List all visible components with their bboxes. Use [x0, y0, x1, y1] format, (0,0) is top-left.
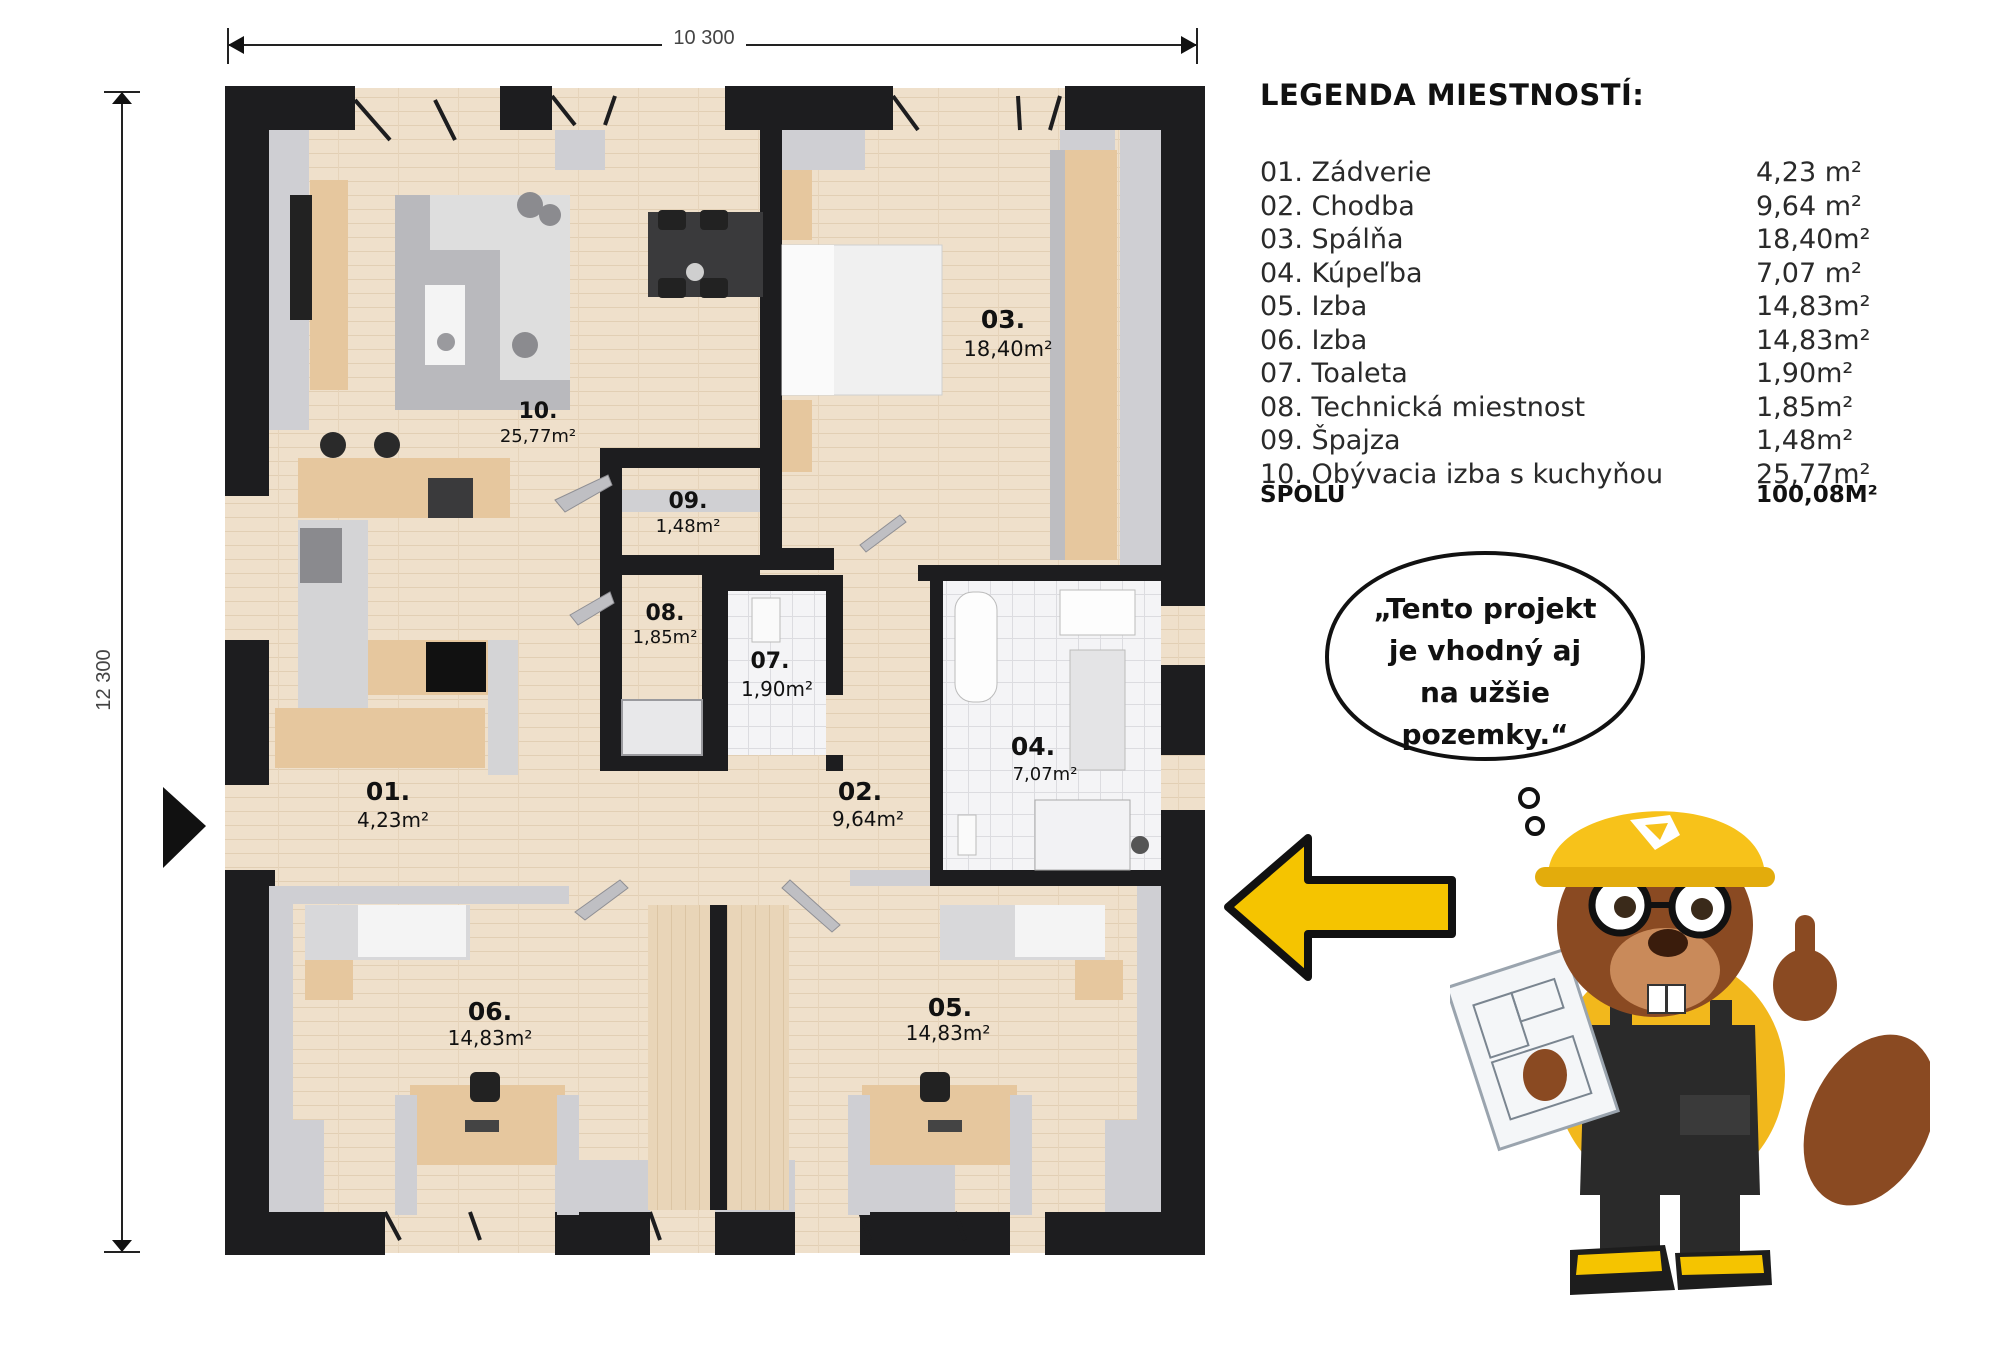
room-06-number: 06.	[468, 997, 512, 1026]
legend-row: 05. Izba 14,83m²	[1260, 290, 1880, 324]
thought-dots-icon	[1518, 787, 1545, 836]
bubble-line: pozemky.“	[1401, 718, 1569, 751]
legend-room-area: 7,07 m²	[1756, 257, 1862, 289]
legend-room-area: 4,23 m²	[1756, 157, 1862, 188]
legend-room-name: 06. Izba	[1260, 324, 1368, 356]
legend-total: SPOLU 100,08M²	[1260, 483, 1880, 513]
floor-plan: 10 300 12 300	[93, 24, 1205, 1255]
legend-title: LEGENDA MIESTNOSTÍ:	[1260, 78, 1645, 112]
legend-room-name: 07. Toaleta	[1260, 358, 1408, 389]
legend-row: 04. Kúpeľba 7,07 m²	[1260, 257, 1880, 291]
bubble-line: na užšie	[1419, 676, 1551, 709]
dining-set	[648, 210, 763, 298]
legend-room-area: 18,40m²	[1756, 224, 1871, 255]
entrance-arrow-icon	[163, 787, 206, 868]
legend-row: 07. Toaleta 1,90m²	[1260, 357, 1880, 391]
coffee-table	[425, 285, 465, 365]
room-08-area: 1,85m²	[633, 627, 698, 648]
height-dimension-label: 12 300	[93, 649, 115, 710]
tv-cabinet	[310, 180, 348, 390]
bedroom-furniture	[781, 150, 1117, 560]
bubble-line: je vhodný aj	[1388, 634, 1582, 667]
width-dimension	[227, 24, 1198, 64]
legend-room-name: 10. Obývacia izba s kuchyňou	[1260, 458, 1664, 490]
legend-room-name: 05. Izba	[1260, 291, 1368, 322]
legend-room-area: 9,64 m²	[1756, 190, 1862, 222]
legend-room-name: 02. Chodba	[1260, 190, 1415, 222]
legend-room-name: 04. Kúpeľba	[1260, 257, 1423, 289]
room-08-number: 08.	[646, 601, 685, 626]
room-06-area: 14,83m²	[448, 1026, 533, 1050]
speech-bubble	[1325, 550, 1645, 762]
beaver-builder-mascot-icon	[1450, 811, 1930, 1295]
room-10-area: 25,77m²	[500, 426, 576, 447]
legend-row: 09. Špajza 1,48m²	[1260, 424, 1880, 458]
legend-total-label: SPOLU	[1260, 482, 1346, 508]
bubble-line: „Tento projekt	[1373, 592, 1597, 625]
room-03-number: 03.	[981, 305, 1025, 334]
room-06-furniture	[269, 886, 579, 1215]
height-dimension	[104, 91, 140, 1253]
legend-room-area: 25,77m²	[1756, 458, 1871, 490]
room-05-furniture	[848, 886, 1161, 1215]
room-01-area: 4,23m²	[357, 808, 429, 832]
interior-partitions	[225, 128, 1163, 890]
room-05-number: 05.	[928, 993, 972, 1022]
legend-row: 01. Zádverie 4,23 m²	[1260, 156, 1880, 190]
legend-room-name: 03. Spálňa	[1260, 224, 1404, 255]
pointer-arrow-icon	[1224, 834, 1456, 981]
legend-room-area: 1,48m²	[1756, 425, 1854, 456]
bathroom-fixtures	[954, 589, 1149, 871]
room-01-number: 01.	[366, 777, 410, 806]
speech-bubble-text: „Tento projekt je vhodný aj na užšie poz…	[1330, 588, 1640, 756]
room-04-number: 04.	[1011, 732, 1055, 761]
legend-room-area: 14,83m²	[1756, 291, 1871, 322]
legend-room-name: 08. Technická miestnost	[1260, 391, 1586, 423]
room-02-number: 02.	[838, 777, 882, 806]
room-09-number: 09.	[669, 489, 708, 514]
legend-total-area: 100,08M²	[1756, 482, 1878, 508]
width-dimension-label: 10 300	[673, 27, 734, 49]
legend-row: 06. Izba 14,83m²	[1260, 324, 1880, 358]
legend-room-area: 1,85m²	[1756, 391, 1854, 423]
legend-room-name: 01. Zádverie	[1260, 157, 1432, 188]
legend-row: 10. Obývacia izba s kuchyňou 25,77m²	[1260, 458, 1880, 492]
room-07-number: 07.	[751, 649, 790, 674]
room-10-number: 10.	[519, 399, 558, 424]
legend-row: 08. Technická miestnost 1,85m²	[1260, 391, 1880, 425]
windows	[353, 94, 1062, 1241]
room-07-area: 1,90m²	[741, 677, 813, 701]
legend-row: 03. Spálňa 18,40m²	[1260, 223, 1880, 257]
legend-room-name: 09. Špajza	[1260, 425, 1401, 456]
legend-row: 02. Chodba 9,64 m²	[1260, 190, 1880, 224]
room-03-area: 18,40m²	[964, 337, 1053, 361]
room-02-area: 9,64m²	[832, 807, 904, 831]
outer-walls	[225, 86, 1205, 1255]
room-09-area: 1,48m²	[656, 516, 721, 537]
legend-room-area: 1,90m²	[1756, 358, 1854, 389]
legend-room-area: 14,83m²	[1756, 324, 1871, 356]
kitchen	[275, 432, 518, 775]
room-04-area: 7,07m²	[1013, 764, 1078, 785]
room-05-area: 14,83m²	[906, 1021, 991, 1045]
